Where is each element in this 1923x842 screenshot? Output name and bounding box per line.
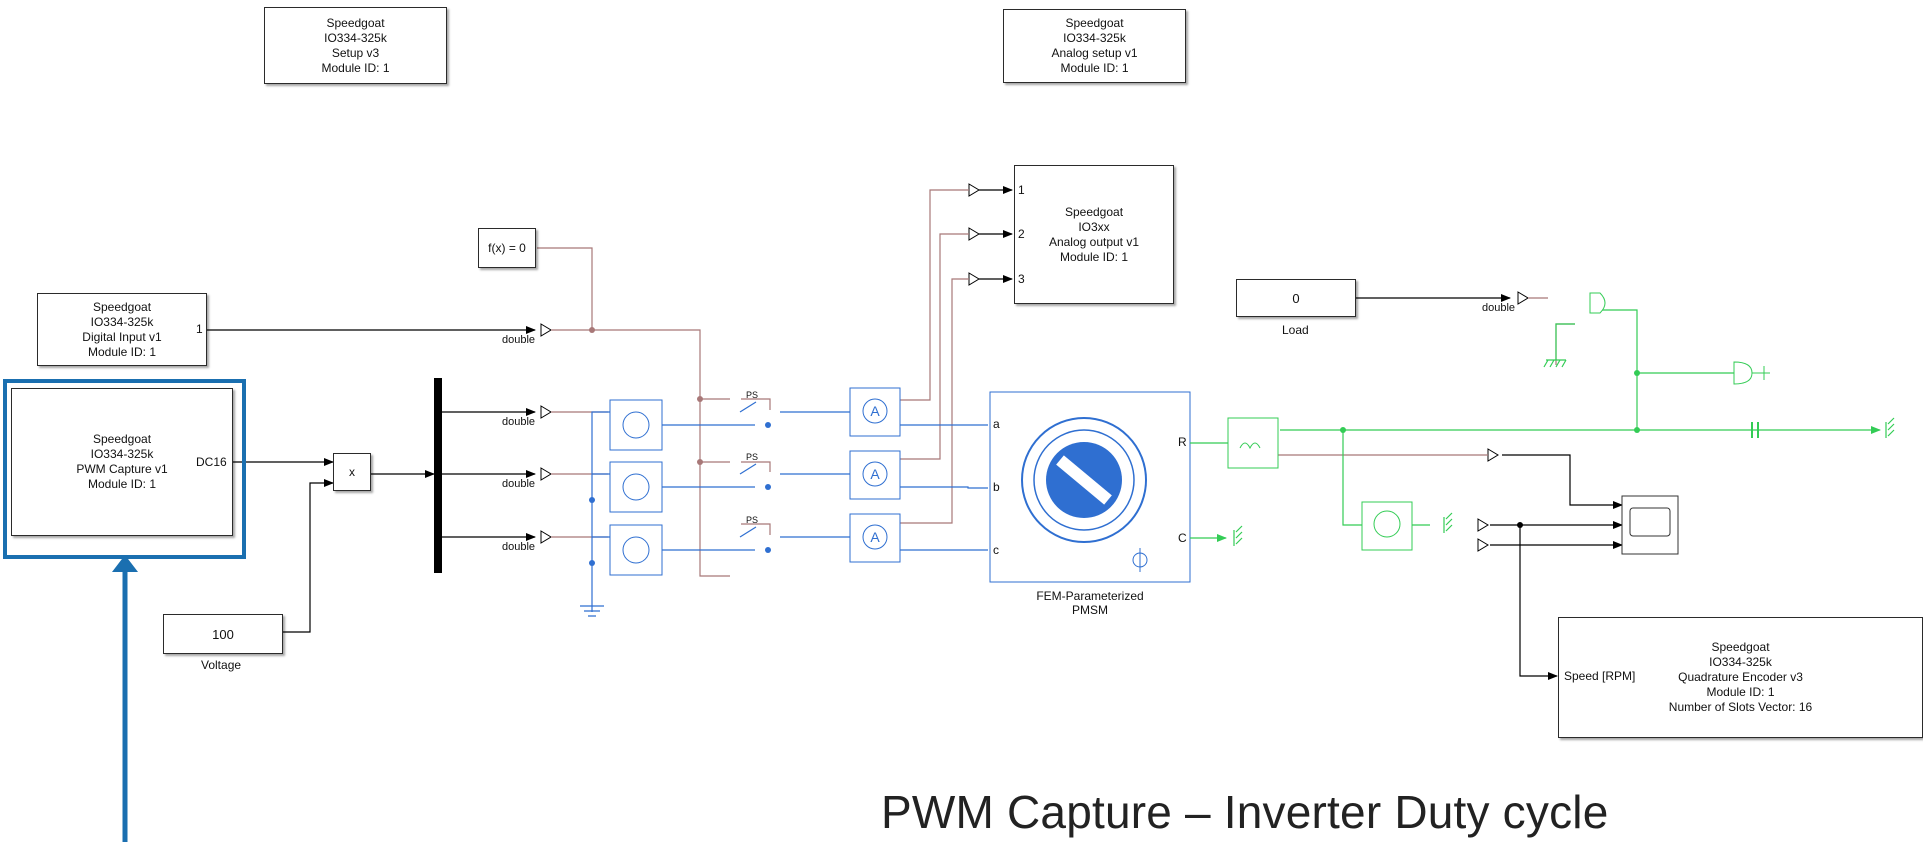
svg-text:A: A	[870, 529, 880, 545]
block-line: IO334-325k	[1063, 31, 1126, 45]
current-sensors: A A A	[849, 387, 901, 563]
voltage-sources	[609, 399, 663, 576]
junction-dot	[765, 484, 771, 490]
block-line: Speedgoat	[92, 432, 152, 446]
port-label: 3	[1018, 272, 1025, 286]
mechanical-blocks	[1227, 292, 1770, 551]
block-line: Speedgoat	[1065, 16, 1124, 30]
pmsm-icon	[989, 391, 1191, 583]
junction-dot	[589, 560, 595, 566]
svg-text:A: A	[870, 466, 880, 482]
svg-text:A: A	[870, 403, 880, 419]
block-line: IO334-325k	[1709, 655, 1772, 669]
junction-dot	[589, 327, 595, 333]
physical-signal-lines	[537, 189, 1575, 577]
load-constant-block[interactable]: 0	[1236, 279, 1356, 317]
junction-dot	[1634, 370, 1640, 376]
pmsm-port-b: b	[993, 480, 1000, 494]
switches	[739, 401, 757, 538]
quadrature-encoder-block[interactable]: Speedgoat IO334-325k Quadrature Encoder …	[1558, 617, 1923, 738]
block-line: Module ID: 1	[87, 477, 157, 491]
block-line: IO3xx	[1078, 219, 1110, 234]
junction-dot	[697, 459, 703, 465]
ps-label: PS	[746, 452, 759, 462]
product-block[interactable]: x	[333, 453, 371, 491]
setup-v3-block[interactable]: Speedgoat IO334-325k Setup v3 Module ID:…	[264, 7, 447, 84]
analog-output-block[interactable]: Speedgoat IO3xx Analog output v1 Module …	[1014, 165, 1174, 304]
port-label: Speed [RPM]	[1564, 669, 1636, 683]
pmsm-port-c: c	[993, 543, 999, 557]
highlight-arrow-head	[112, 555, 138, 572]
junction-dot	[697, 396, 703, 402]
block-line: Module ID: 1	[1706, 685, 1775, 699]
block-line: IO334-325k	[324, 30, 387, 45]
load-label: Load	[1282, 323, 1309, 337]
junction-dot	[1340, 427, 1346, 433]
solver-config-block[interactable]: f(x) = 0	[478, 228, 536, 268]
pmsm-name: FEM-Parameterized PMSM	[1030, 589, 1150, 617]
ps-label: PS	[746, 390, 759, 400]
demux-bar	[434, 378, 442, 573]
block-line: Module ID: 1	[87, 344, 157, 359]
block-line: Analog output v1	[1048, 234, 1140, 249]
port-label: 1	[196, 322, 203, 336]
block-line: IO334-325k	[90, 314, 154, 329]
block-line: Module ID: 1	[1060, 61, 1129, 75]
scope-icon	[1621, 495, 1679, 555]
digital-input-block[interactable]: Speedgoat IO334-325k Digital Input v1 Mo…	[37, 293, 207, 366]
pmsm-port-R: R	[1178, 435, 1187, 449]
block-line: PWM Capture v1	[76, 462, 168, 476]
mechanical-ground-icons	[1233, 359, 1895, 546]
block-line: Number of Slots Vector: 16	[1668, 700, 1813, 714]
pmsm-port-C: C	[1178, 531, 1187, 545]
electrical-ground-icon	[580, 605, 604, 617]
electrical-lines	[591, 411, 988, 612]
junction-dot	[1517, 522, 1523, 528]
voltage-label: Voltage	[201, 658, 242, 672]
port-label: DC16	[196, 455, 227, 469]
block-line: Module ID: 1	[321, 60, 390, 75]
block-line: Speedgoat	[1711, 640, 1770, 654]
signal-label: double	[502, 541, 536, 553]
junction-dot	[589, 497, 595, 503]
voltage-constant-block[interactable]: 100	[163, 614, 283, 654]
junction-dot	[765, 547, 771, 553]
block-line: Quadrature Encoder v3	[1678, 670, 1803, 684]
slide-caption: PWM Capture – Inverter Duty cycle	[881, 786, 1609, 838]
block-line: Speedgoat	[1064, 204, 1124, 219]
highlight-box	[3, 379, 246, 559]
block-line: Setup v3	[331, 45, 380, 60]
junction-dot	[1634, 427, 1640, 433]
port-label: 2	[1018, 227, 1025, 241]
pmsm-name-line2: PMSM	[1072, 603, 1108, 617]
ps-label: PS	[746, 515, 759, 525]
block-line: Speedgoat	[92, 299, 152, 314]
pwm-capture-block[interactable]: Speedgoat IO334-325k PWM Capture v1 Modu…	[11, 388, 233, 536]
pmsm-name-line1: FEM-Parameterized	[1036, 589, 1144, 603]
pmsm-port-a: a	[993, 417, 1000, 431]
signal-label: double	[502, 416, 536, 428]
port-label: 1	[1018, 183, 1025, 197]
ps-converters	[540, 183, 1529, 552]
output-arrows-physical	[979, 186, 1013, 283]
block-line: Module ID: 1	[1059, 249, 1129, 264]
block-line: Speedgoat	[326, 15, 385, 30]
signal-label: double	[502, 334, 536, 346]
block-line: Digital Input v1	[82, 329, 162, 344]
signal-label: double	[1482, 302, 1516, 314]
block-line: IO334-325k	[90, 447, 154, 461]
analog-setup-block[interactable]: Speedgoat IO334-325k Analog setup v1 Mod…	[1003, 9, 1186, 83]
signal-label: double	[502, 478, 536, 490]
mechanical-lines	[1190, 309, 1881, 542]
junction-dot	[765, 422, 771, 428]
signal-lines	[207, 294, 1623, 680]
block-line: Analog setup v1	[1051, 46, 1138, 60]
